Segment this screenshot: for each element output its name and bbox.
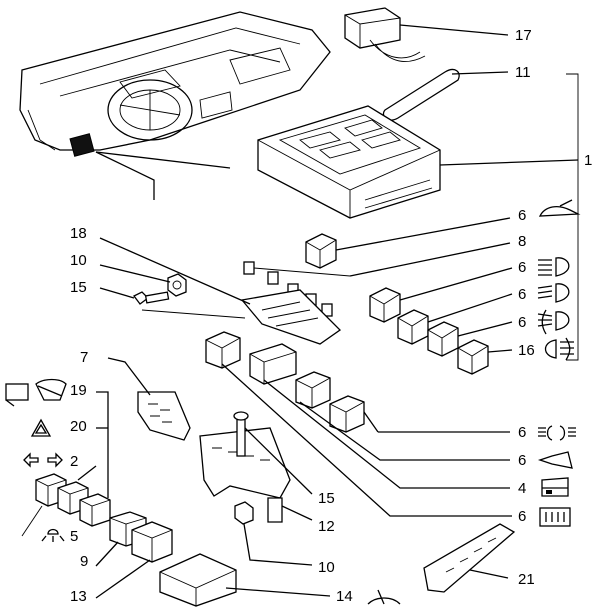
callout-6-horn: 6 — [518, 452, 526, 469]
relay-trunk — [305, 217, 511, 269]
interior-light-icon — [41, 528, 65, 542]
callout-8: 8 — [518, 233, 526, 250]
callout-6-high-beam: 6 — [518, 259, 526, 276]
callout-19: 19 — [70, 382, 87, 399]
callout-21: 21 — [518, 571, 535, 588]
parking-light-icon — [538, 425, 576, 441]
callout-14: 14 — [336, 588, 353, 605]
callout-6-parking: 6 — [518, 424, 526, 441]
relay-rear-fog — [457, 339, 513, 375]
nut-and-bolt-upper — [99, 264, 187, 305]
part-17-connector — [344, 7, 509, 62]
callout-6-trunk: 6 — [518, 207, 526, 224]
callout-10-lower: 10 — [318, 559, 335, 576]
callout-10-upper: 10 — [70, 252, 87, 269]
direction-indicator-icon — [23, 452, 63, 468]
relay-parking-light — [329, 395, 510, 433]
trunk-lid-icon — [538, 199, 581, 217]
relay-high-beam — [369, 267, 513, 323]
part-7-bracket — [107, 357, 191, 441]
callout-18: 18 — [70, 225, 87, 242]
door-lock-icon — [541, 477, 569, 497]
rear-fog-icon — [544, 337, 574, 361]
relay-19 — [79, 493, 111, 527]
callout-2: 2 — [70, 453, 78, 470]
relay-13 — [131, 521, 173, 563]
callout-15-upper: 15 — [70, 279, 87, 296]
callout-6-rear-defrost: 6 — [518, 508, 526, 525]
windscreen-wiper-icon — [35, 378, 67, 401]
callout-12: 12 — [318, 518, 335, 535]
hazard-warning-icon — [30, 418, 52, 437]
horn-icon — [537, 451, 573, 469]
callout-17: 17 — [515, 27, 532, 44]
callout-labels: 17 11 1 6 8 6 6 6 16 18 10 15 7 19 20 2 … — [70, 27, 592, 605]
low-beam-icon — [537, 283, 570, 303]
part-12-bracket — [199, 411, 313, 566]
callout-7: 7 — [80, 349, 88, 366]
part-21-bracket — [423, 523, 516, 593]
callout-9: 9 — [80, 553, 88, 570]
wiper-interval-icon — [367, 589, 401, 605]
callout-6-front-fog: 6 — [518, 314, 526, 331]
callout-15-lower: 15 — [318, 490, 335, 507]
dashboard-illustration — [19, 11, 331, 200]
function-symbols — [5, 199, 581, 605]
callout-16: 16 — [518, 342, 535, 359]
left-relay-group — [21, 391, 173, 599]
relay-rear-defrost — [205, 331, 512, 517]
high-beam-icon — [538, 257, 570, 277]
callout-11: 11 — [515, 64, 531, 81]
part-11-cover — [382, 68, 509, 121]
part-18-fuse-carrier — [99, 237, 342, 345]
rear-wiper-icon — [5, 383, 29, 407]
part-8-fuses — [243, 242, 511, 317]
part-1-fuse-box — [257, 73, 579, 361]
relay-group — [205, 217, 513, 517]
callout-1: 1 — [584, 152, 592, 169]
callout-20: 20 — [70, 418, 87, 435]
relay-door-lock — [249, 343, 510, 489]
relay-horn — [295, 371, 510, 461]
callout-5: 5 — [70, 528, 78, 545]
callout-4: 4 — [518, 480, 526, 497]
front-fog-icon — [537, 309, 570, 335]
part-14-control-unit — [159, 553, 331, 607]
callout-13: 13 — [70, 588, 87, 605]
rear-defrost-icon — [539, 507, 571, 527]
callout-6-low-beam: 6 — [518, 286, 526, 303]
